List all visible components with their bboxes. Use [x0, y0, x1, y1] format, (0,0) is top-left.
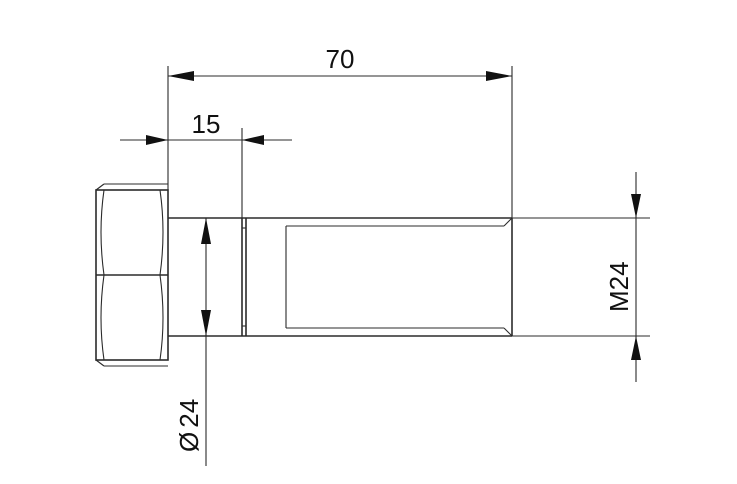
- dimension-label-diameter: Ø 24: [174, 399, 204, 452]
- dimension-diameter: Ø 24: [174, 218, 211, 466]
- end-chamfer-bottom: [503, 327, 513, 337]
- head-flat-curve-right: [159, 189, 164, 361]
- arrow-top-diameter: [201, 218, 211, 244]
- arrow-bottom-thread: [631, 336, 641, 360]
- head-flat-curve-left: [100, 189, 105, 361]
- dimension-overall-length: 70: [167, 44, 513, 218]
- head-chamfer-top-left: [95, 183, 105, 191]
- dimension-label-15: 15: [192, 109, 221, 139]
- arrow-right-15: [242, 135, 264, 145]
- dimension-thread: M24: [512, 172, 650, 382]
- arrow-bottom-diameter: [201, 310, 211, 336]
- dimension-label-thread: M24: [604, 261, 634, 312]
- diameter-symbol: Ø: [174, 432, 204, 452]
- head-chamfer-bottom-left: [95, 359, 105, 367]
- diameter-value: 24: [174, 399, 204, 428]
- bolt-head: [95, 183, 169, 367]
- dimension-label-70: 70: [326, 44, 355, 74]
- end-chamfer-top: [503, 217, 513, 227]
- dimension-shank-length: 15: [120, 109, 292, 218]
- arrow-left-15: [146, 135, 168, 145]
- arrow-left-70: [168, 71, 194, 81]
- bolt-shank: [168, 217, 512, 337]
- thread-section: [285, 217, 513, 337]
- arrow-right-70: [486, 71, 512, 81]
- arrow-top-thread: [631, 194, 641, 218]
